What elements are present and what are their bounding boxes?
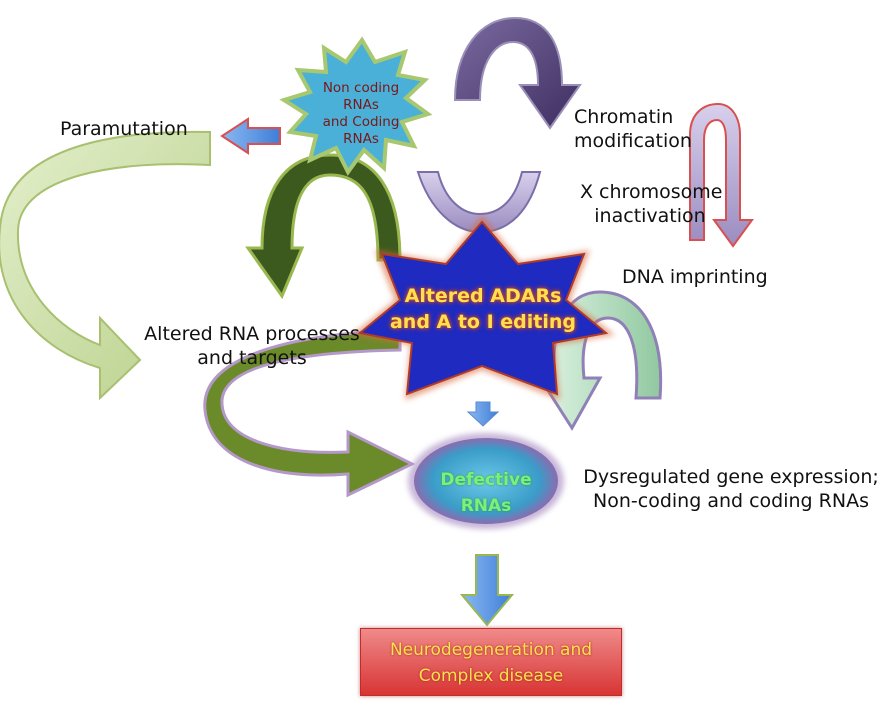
x-chromosome-arrow: [689, 102, 754, 248]
paramutation-small-arrow: [220, 117, 281, 155]
xchrom-label: X chromosome inactivation: [580, 180, 723, 228]
adar-node-label: Altered ADARs and A to I editing: [388, 283, 578, 335]
ncrna-line-2: RNAs: [343, 97, 379, 113]
lavender-u-arrow: [416, 171, 542, 234]
defective-line-2: RNAs: [460, 496, 512, 516]
defective-line-1: Defective: [440, 470, 532, 490]
adar-line-2: and A to I editing: [389, 311, 577, 333]
xchrom-line-2: inactivation: [594, 205, 706, 227]
defective-ellipse: [408, 433, 564, 529]
dna-imprinting-label: DNA imprinting: [622, 266, 768, 288]
xchrom-line-1: X chromosome: [580, 181, 723, 203]
olive-green-arrow: [203, 328, 416, 498]
dark-green-arrow: [245, 153, 402, 300]
chromatin-label: Chromatin modification: [574, 105, 692, 153]
altered-rna-label: Altered RNA processes and targets: [130, 322, 374, 370]
adar-line-1: Altered ADARs: [404, 285, 562, 307]
ncrna-line-4: RNAs: [343, 131, 379, 147]
disease-box: Neurodegeneration and Complex disease: [360, 628, 622, 696]
disease-line-1: Neurodegeneration and: [389, 640, 593, 660]
ncrna-node-label: Non coding RNAs and Coding RNAs: [312, 80, 410, 148]
adar-to-defective-arrow: [466, 401, 500, 427]
paramutation-curved-arrow: [0, 130, 211, 401]
altered-rna-line-1: Altered RNA processes: [144, 323, 360, 345]
ncrna-burst: [279, 36, 433, 176]
paramutation-label: Paramutation: [60, 118, 188, 140]
altered-rna-line-2: and targets: [197, 347, 307, 369]
disease-line-2: Complex disease: [418, 666, 564, 686]
chromatin-line-2: modification: [574, 130, 692, 152]
defective-node-label: Defective RNAs: [431, 467, 541, 519]
defective-to-disease-arrow: [459, 554, 515, 627]
adar-star: [352, 215, 615, 400]
purple-top-arrow: [453, 16, 582, 130]
dysregulated-line-2: Non-coding and coding RNAs: [593, 490, 869, 512]
ncrna-line-1: Non coding: [322, 80, 400, 96]
dysregulated-line-1: Dysregulated gene expression;: [583, 466, 879, 488]
chromatin-line-1: Chromatin: [574, 106, 674, 128]
dysregulated-label: Dysregulated gene expression; Non-coding…: [580, 465, 882, 513]
ncrna-line-3: and Coding: [322, 114, 400, 130]
